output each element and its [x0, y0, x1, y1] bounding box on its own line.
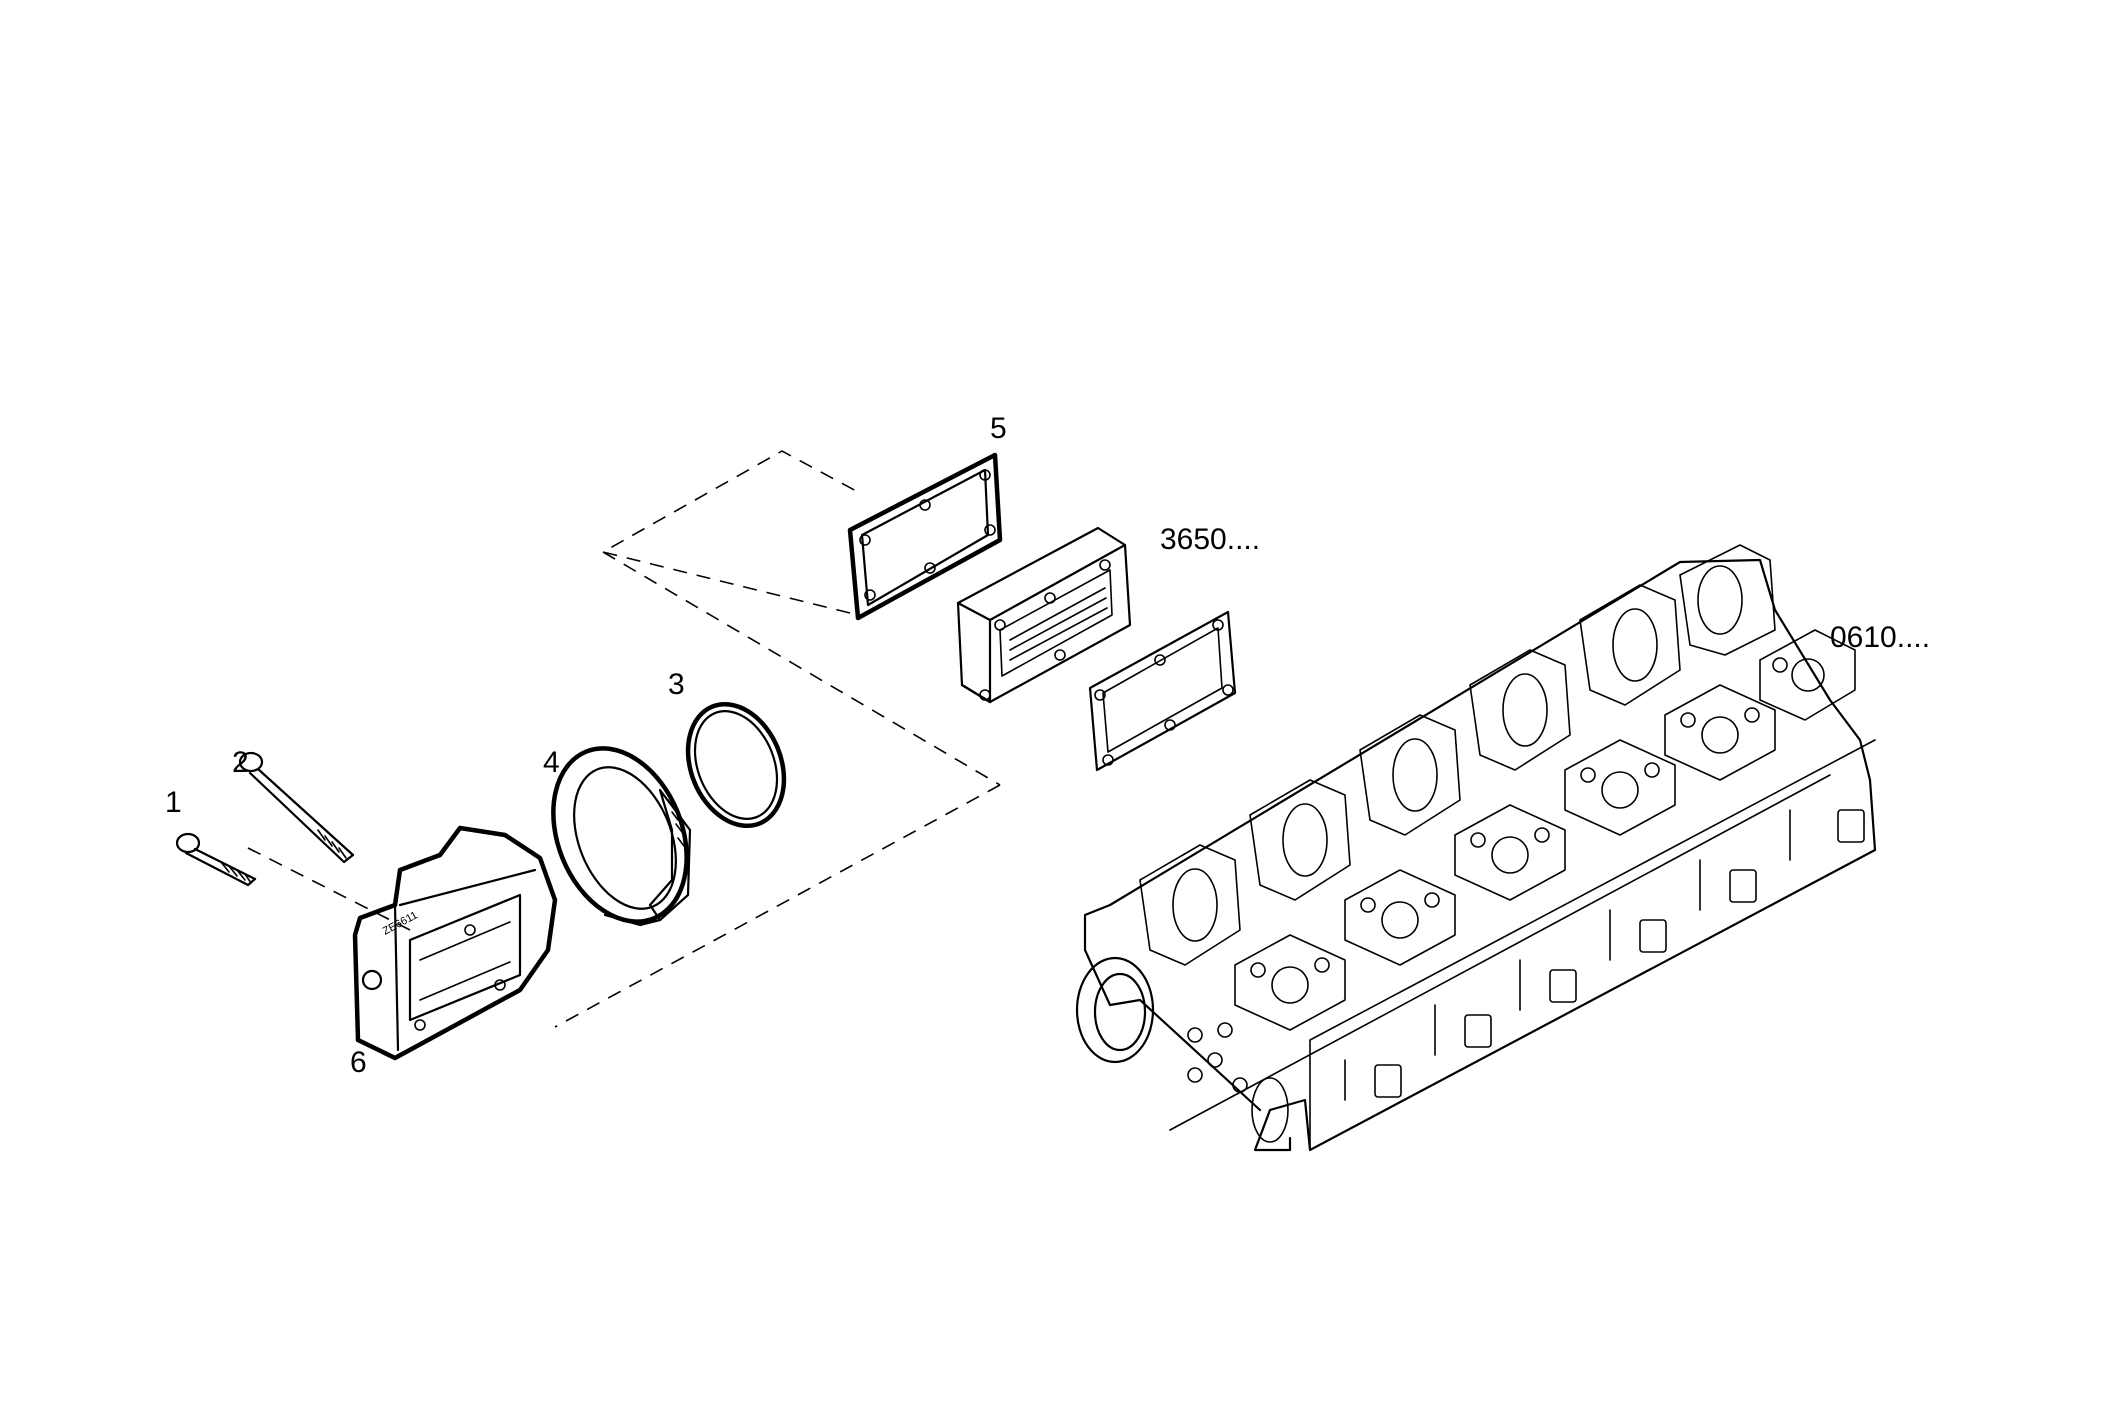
flange-3650[interactable]: [956, 526, 1132, 704]
cylinder-head-0610[interactable]: [1075, 544, 1877, 1152]
housing-stamp: ZE6611: [381, 909, 420, 937]
reference-3650: 3650....: [1160, 523, 1261, 556]
callout-5: 5: [990, 412, 1007, 445]
callout-3: 3: [668, 668, 685, 701]
callout-6: 6: [350, 1046, 367, 1079]
gasket-3650[interactable]: [1088, 610, 1237, 772]
assembly-guide-lines: [247, 450, 1001, 1028]
o-ring-3[interactable]: [671, 690, 802, 841]
callout-4: 4: [543, 746, 560, 779]
hose-clamp-4[interactable]: [529, 728, 711, 941]
callout-1: 1: [165, 786, 182, 819]
reference-0610: 0610....: [1830, 621, 1931, 654]
gasket-5[interactable]: [847, 452, 1003, 621]
bolt-2[interactable]: [238, 751, 355, 864]
intake-housing-6[interactable]: ZE6611: [352, 825, 558, 1061]
callout-2: 2: [232, 746, 249, 779]
bolt-1[interactable]: [175, 832, 257, 887]
